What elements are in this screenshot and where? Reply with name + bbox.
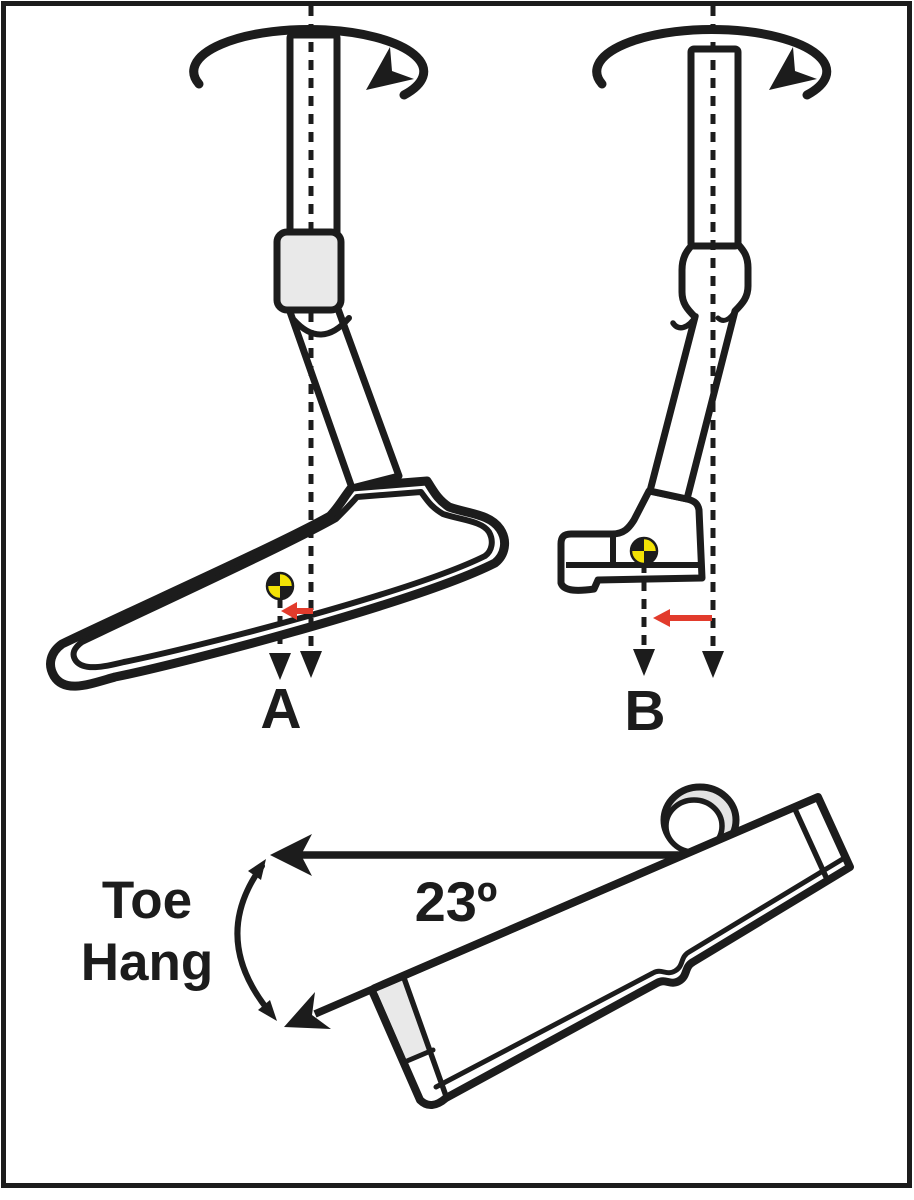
rotation-arrow-icon: [592, 24, 832, 100]
putter-a-hosel: [285, 305, 403, 492]
toe-hang-arc-arrow-icon: [234, 859, 277, 1021]
shaft-axis-arrow-b: [702, 6, 724, 678]
cg-plumb-arrow-a: [269, 598, 291, 680]
shaft-axis-arrow-a: [300, 6, 322, 678]
toe-hang-angle-arrow: [284, 793, 820, 1029]
cg-offset-red-arrow-a: [281, 602, 313, 620]
toe-hang-panel: [234, 783, 854, 1109]
cg-plumb-arrow-b: [633, 563, 655, 676]
heel-cap-line: [791, 804, 829, 880]
tilted-putter-head: [368, 793, 854, 1109]
horizontal-reference-arrow: [270, 834, 684, 876]
cg-marker-icon-b: [629, 536, 659, 566]
putter-b-head: [557, 487, 706, 594]
panel-a-putter: [46, 6, 510, 691]
angle-value-label: 23º: [414, 870, 498, 933]
sole-line: [433, 854, 849, 1090]
toe-hang-line2: Hang: [80, 933, 214, 992]
panel-b-putter: [557, 6, 832, 678]
rotation-arrow-icon: [189, 24, 429, 100]
putter-a-ferrule: [273, 228, 345, 314]
putter-b-label: B: [624, 679, 666, 743]
cg-offset-red-arrow-b: [653, 609, 712, 627]
cg-marker-icon-a: [265, 571, 295, 601]
putter-b-hosel: [646, 239, 752, 503]
head-inner-outline: [70, 489, 495, 671]
putter-a-label: A: [260, 677, 302, 741]
toe-hang-line1: Toe: [101, 871, 193, 930]
toe-cap-shading: [377, 979, 432, 1061]
